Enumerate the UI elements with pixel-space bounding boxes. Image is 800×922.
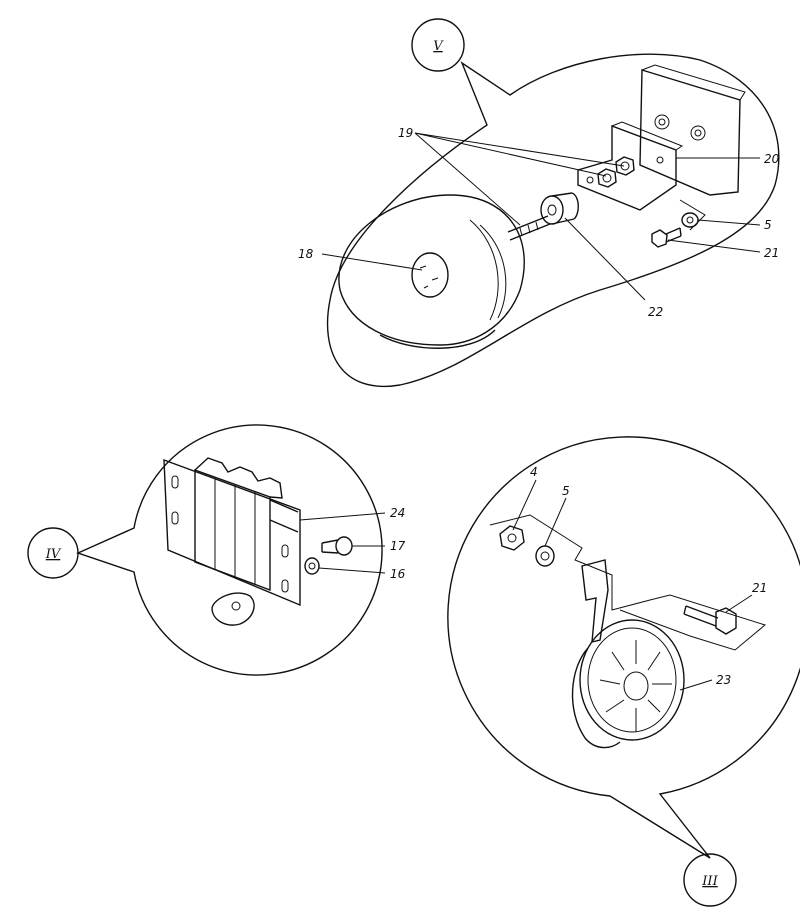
callout-4: 4 — [530, 465, 538, 479]
leader-16 — [318, 567, 386, 574]
leader-23 — [679, 679, 713, 691]
leader-21a — [667, 239, 761, 253]
view-v-circle — [411, 18, 465, 72]
lock-washer-5 — [535, 545, 555, 567]
view-iii-outline — [447, 436, 800, 859]
callout-19: 19 — [398, 126, 413, 140]
screw-17 — [321, 536, 353, 556]
view-v-label: V — [433, 39, 444, 54]
leader-19 — [414, 132, 625, 226]
callout-17: 17 — [390, 539, 406, 553]
spacer-sleeve-22 — [540, 192, 579, 225]
callout-21a: 21 — [764, 246, 779, 260]
view-v-detail: V — [298, 18, 780, 388]
view-iv-label: IV — [45, 547, 62, 562]
mounting-wall-block — [639, 64, 746, 196]
leader-21b — [725, 594, 753, 613]
view-iii-label: III — [701, 874, 718, 889]
view-iii-detail: III 4 5 — [447, 436, 800, 907]
callout-5a: 5 — [764, 218, 772, 232]
callout-18: 18 — [298, 247, 314, 261]
leader-4 — [512, 479, 537, 531]
leader-22 — [564, 217, 646, 301]
view-v-outline — [326, 53, 780, 388]
leader-5b — [544, 497, 567, 547]
nuts-19 — [597, 156, 635, 188]
washer-16 — [304, 557, 320, 575]
leader-18 — [321, 253, 423, 271]
clip-piece — [211, 592, 255, 626]
callout-16: 16 — [390, 567, 406, 581]
callout-23: 23 — [716, 673, 731, 687]
leader-24 — [299, 512, 386, 521]
bolt-21-iii — [683, 605, 737, 635]
horn-23 — [571, 619, 685, 749]
bolt-21 — [651, 227, 682, 248]
view-iii-circle — [683, 853, 737, 907]
bracket-20 — [577, 121, 684, 211]
horn-dome-18 — [338, 194, 525, 349]
view-iv-circle — [27, 527, 79, 579]
view-iv-outline — [76, 424, 383, 676]
view-iv-detail: IV 24 17 16 — [27, 424, 406, 676]
terminal-block — [163, 457, 301, 607]
nut-4 — [499, 525, 525, 551]
callout-21b: 21 — [752, 581, 767, 595]
leader-5a — [697, 219, 761, 226]
callout-24: 24 — [390, 506, 405, 520]
mounting-strip — [581, 559, 609, 643]
callout-20: 20 — [764, 152, 780, 166]
callout-5b: 5 — [562, 484, 570, 498]
callout-22: 22 — [648, 305, 663, 319]
